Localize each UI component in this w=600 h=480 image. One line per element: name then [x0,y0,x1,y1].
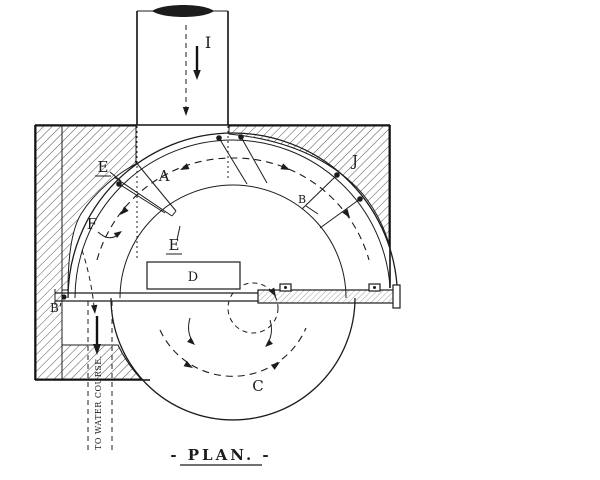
tongue-edge [113,176,173,217]
label-masonry-J: J [350,152,358,170]
volute-outer-arc [67,132,398,299]
pipe-break-icon [152,5,214,17]
label-lever-F: F [87,215,97,233]
label-inlet-I: I [205,33,211,52]
structure-outline [34,124,391,381]
outflow-arrow-icon [93,344,101,355]
label-leader [109,171,122,182]
gate-end-cap [392,284,401,309]
vane-pivot-dot [216,135,222,141]
runner-flow-arc [159,327,307,377]
inlet-channel [136,5,229,260]
masonry-hatching [35,125,390,380]
labels: I J A E E F D B B' C [50,33,358,395]
plan-title-text: - PLAN. - [170,446,271,464]
inflow-arrow-icon [182,107,190,116]
flow-arrow-icon [120,206,129,215]
flow-arrow-icon [270,362,280,370]
vane-pivot-dot [238,134,244,140]
flow-arrow-icon [265,339,273,347]
guide-vane [218,137,248,185]
label-draftbox-D: D [188,270,198,285]
shaft-end-dot [61,294,67,300]
flow-arrow-icon [187,337,195,345]
flow-arrows [81,157,370,377]
label-shaft-Bprime: B' [50,301,62,315]
vane-pivot-dot [116,181,122,187]
label-leader [305,205,319,215]
label-chamber-A: A [158,167,170,185]
sluice-gate [54,283,401,309]
flow-arrow-icon [183,360,193,368]
guide-vane [301,174,338,210]
draft-box [146,261,241,290]
draft-box-outline [146,261,241,290]
vane-pivot-dot [357,196,363,202]
flow-arrow-icon [91,304,98,314]
guide-vane [240,136,268,184]
label-pivot-B: B [298,193,306,206]
top-left-wall-hatch [61,125,137,291]
guide-vane [118,183,166,214]
center-rotation-circle [227,282,279,334]
volute-flow-arc [96,157,370,261]
figure-title: - PLAN. - [170,446,271,466]
watercourse-note: TO WATER COURSE. [94,355,103,450]
label-gate-E-inner: E [169,236,180,254]
flow-arrow-icon [342,208,350,218]
flow-arrow-icon [280,163,290,170]
inflow-arrow-icon [193,70,201,80]
gate-bar [257,289,395,304]
runner-bottom-circle [110,297,356,421]
label-leader [176,225,181,241]
lever-arrow-icon [113,231,122,239]
top-right-wall-hatch [228,125,390,245]
tailrace-passage [61,301,113,452]
volute-outer-arc-inner-line [74,139,391,299]
label-gate-E-outer: E [98,158,109,176]
vane-pivot-dot [334,172,340,178]
exit-flow-curve [81,249,95,307]
guide-vane [319,198,361,229]
left-wall-hatch [35,125,63,380]
guide-ring-inner-arc [119,184,347,299]
tongue-edge [134,160,177,212]
label-runner-C: C [252,377,263,395]
guide-vanes [116,134,363,229]
flow-arrow-icon [180,163,190,170]
volute-casing [67,132,398,421]
